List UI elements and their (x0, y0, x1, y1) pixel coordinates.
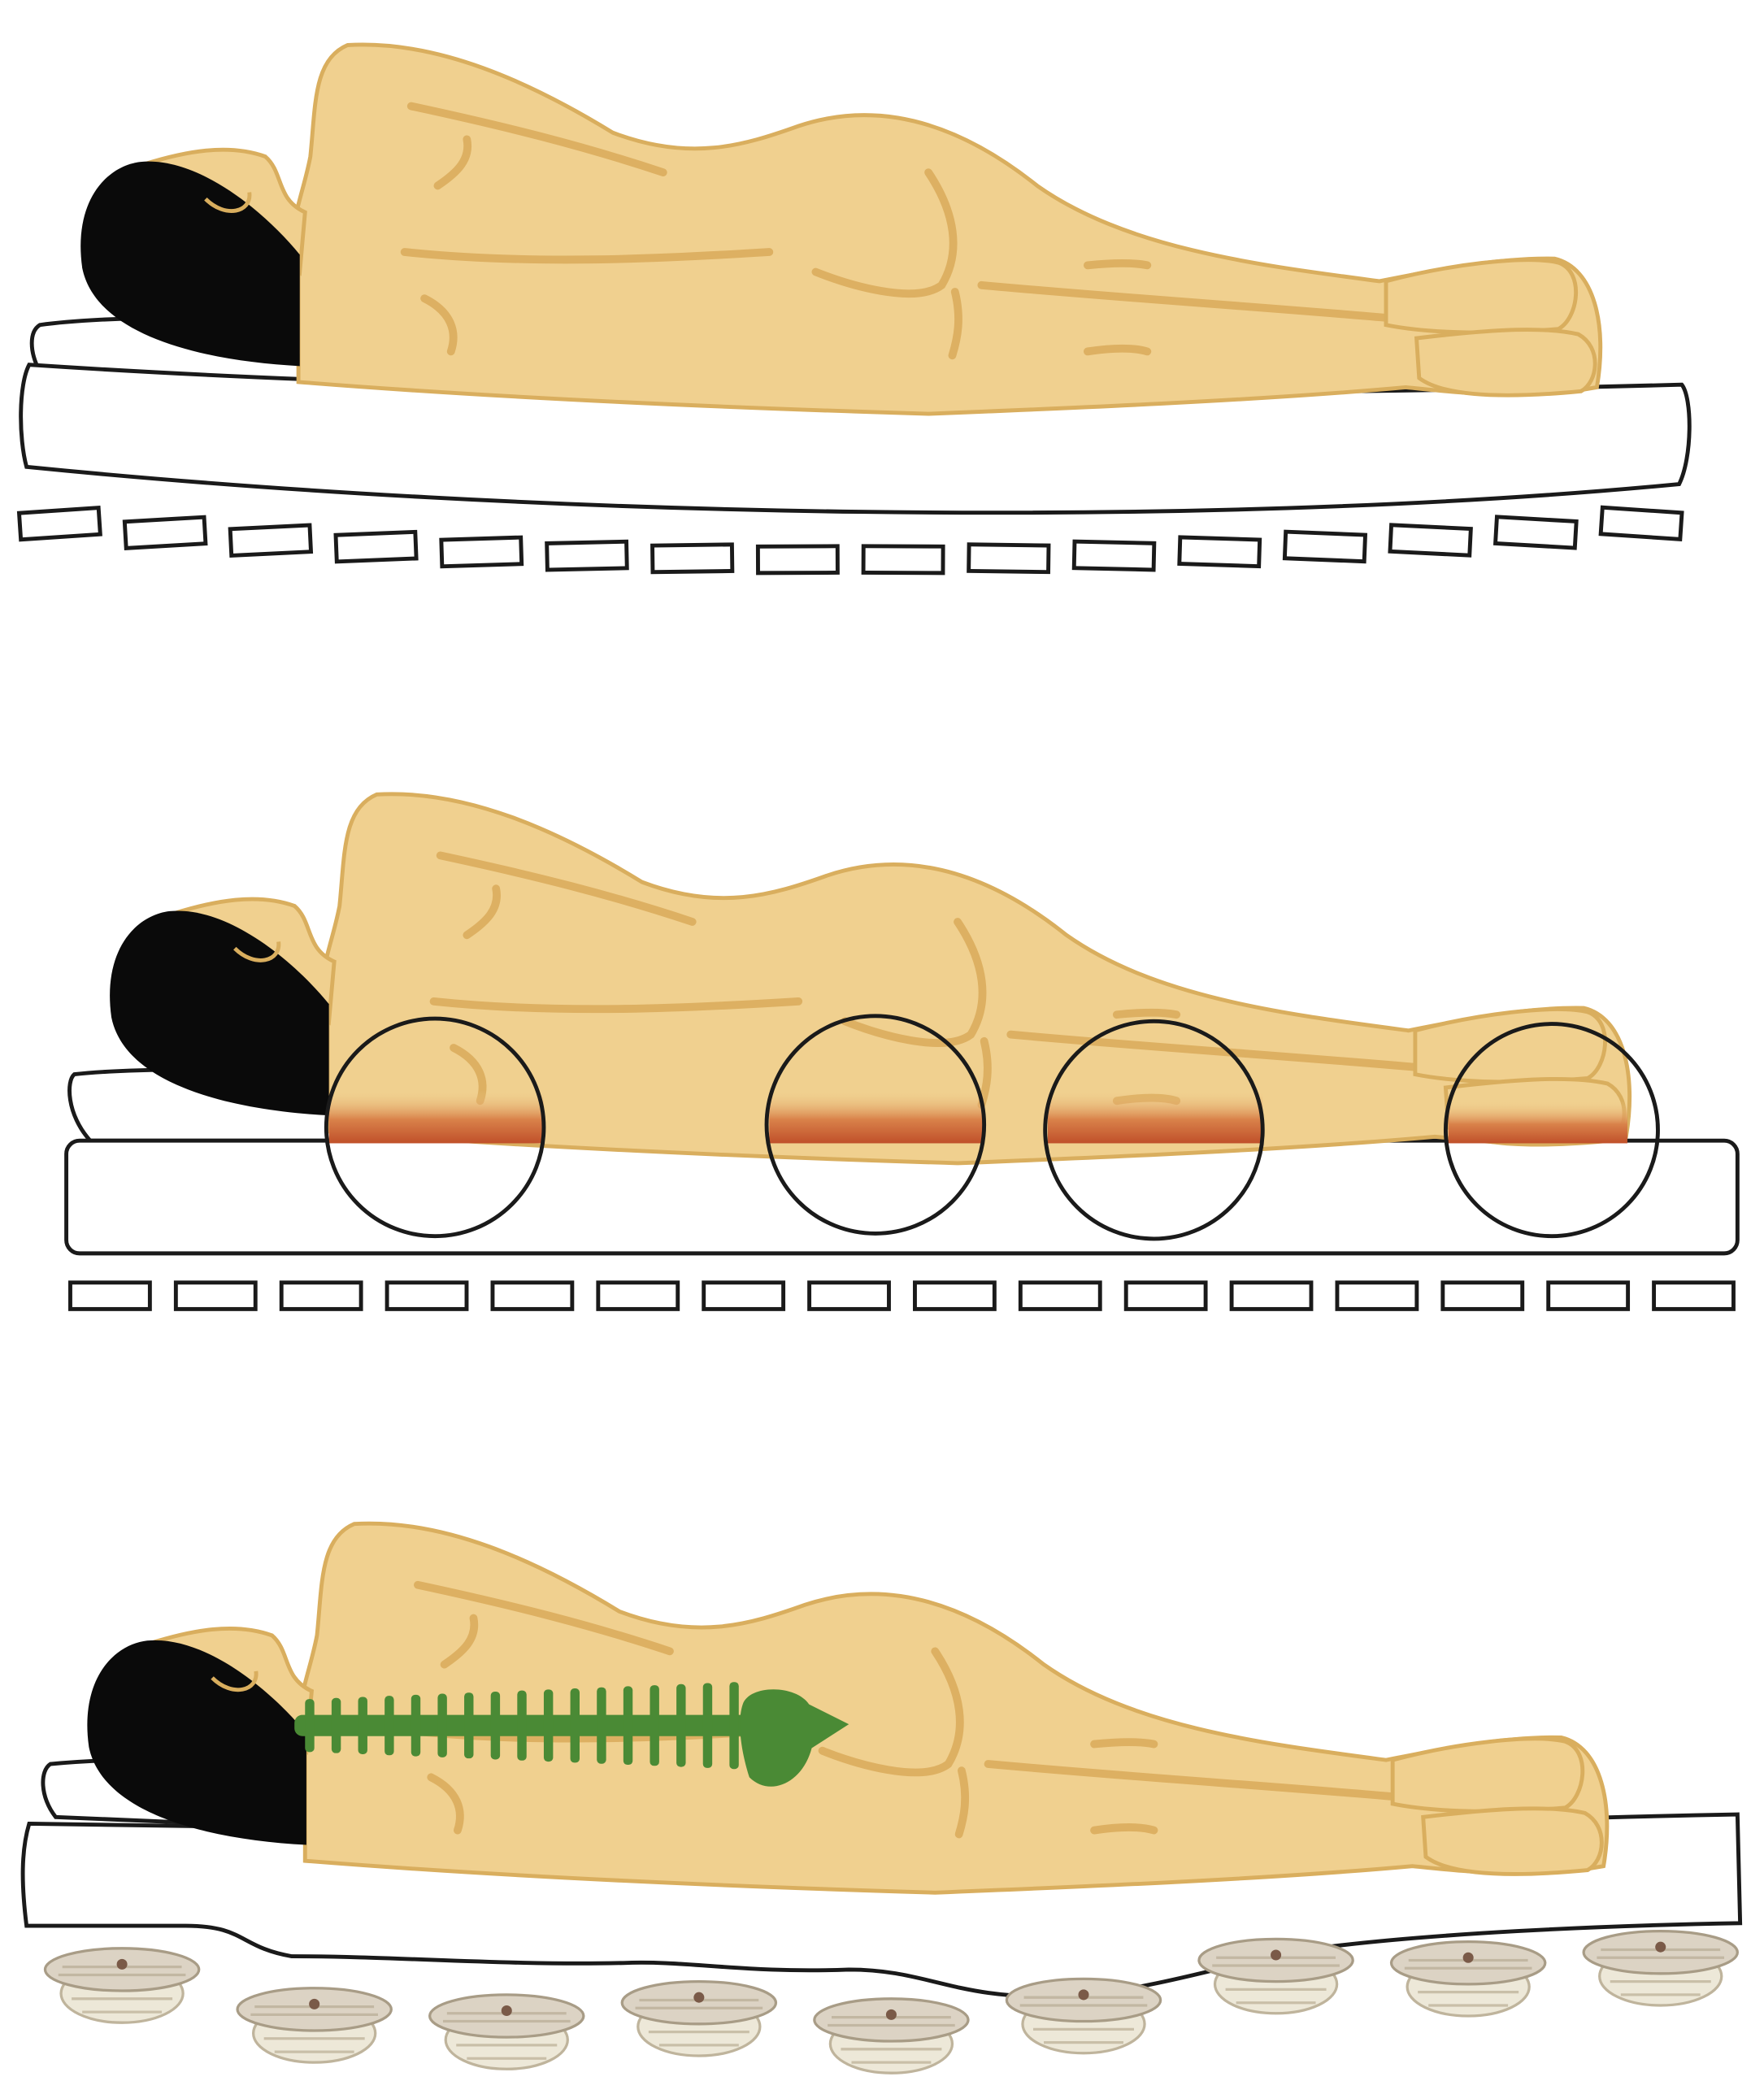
slat (1123, 1280, 1208, 1311)
slat (1652, 1280, 1736, 1311)
pressure-bands (328, 1090, 1627, 1144)
spring-unit (1582, 1929, 1739, 2007)
slat (1598, 505, 1684, 541)
slat (545, 539, 629, 572)
slat (755, 544, 840, 576)
pressure-circle-shoulder (324, 1016, 546, 1239)
vertebra (650, 1685, 659, 1766)
spring-unit (236, 1987, 393, 2064)
slat (173, 1280, 258, 1311)
slat (1388, 523, 1473, 558)
vertebra (464, 1692, 474, 1759)
vertebra (305, 1699, 315, 1753)
spring-unit (813, 1997, 970, 2074)
sleeping-person (80, 45, 1601, 414)
slat (596, 1280, 680, 1311)
spring-unit (1197, 1937, 1354, 2015)
slat (807, 1280, 891, 1311)
spring-unit (620, 1979, 778, 2057)
pressure-circle-feet (1443, 1022, 1660, 1239)
panel-sagging-mattress (16, 45, 1692, 576)
pressure-circle-knee (1043, 1019, 1265, 1241)
pressure-band-hip (769, 1090, 984, 1144)
slat (1335, 1280, 1419, 1311)
vertebra (411, 1694, 421, 1757)
vertebra (358, 1697, 367, 1754)
pressure-band-knee (1047, 1090, 1263, 1144)
panel-adaptive-support (20, 1523, 1743, 2074)
slat (1492, 515, 1579, 550)
spring-unit (428, 1993, 585, 2070)
slat (1177, 535, 1262, 569)
vertebra (437, 1693, 447, 1757)
slat (490, 1280, 575, 1311)
vertebra (385, 1696, 394, 1756)
slat (333, 529, 419, 564)
pressure-band-shoulder (328, 1090, 544, 1144)
slat (228, 523, 314, 558)
pressure-circles (324, 1014, 1660, 1241)
vertebra (331, 1697, 341, 1753)
sacrum (740, 1689, 849, 1787)
vertebra (623, 1686, 633, 1766)
vertebra (729, 1682, 739, 1770)
slats (16, 505, 1684, 576)
slat (1229, 1280, 1314, 1311)
panel-pressure-points (64, 794, 1740, 1311)
slat (279, 1280, 363, 1311)
slat (861, 544, 945, 576)
slat (1071, 539, 1157, 572)
slat (122, 515, 208, 550)
pressure-circle-hip (764, 1014, 987, 1236)
vertebra (570, 1688, 580, 1763)
vertebra (490, 1691, 501, 1760)
slats (68, 1280, 1736, 1311)
slat (16, 506, 102, 542)
spring-unit (43, 1947, 201, 2024)
vertebra (517, 1690, 527, 1761)
slat (913, 1280, 997, 1311)
slat (1282, 529, 1368, 564)
spring-unit (1005, 1977, 1162, 2055)
slat (1440, 1280, 1525, 1311)
slat (702, 1280, 786, 1311)
sleeping-person (87, 1523, 1607, 1892)
slat (68, 1280, 152, 1311)
spring-unit (1389, 1940, 1547, 2018)
vertebra (676, 1683, 686, 1767)
slat (1018, 1280, 1102, 1311)
vertebra (702, 1683, 713, 1768)
slat (439, 535, 524, 569)
slat (967, 542, 1051, 575)
vertebra (597, 1687, 606, 1764)
spine (294, 1682, 849, 1787)
vertebra (543, 1689, 554, 1762)
slat (1546, 1280, 1631, 1311)
slat (650, 542, 735, 575)
slat (385, 1280, 469, 1311)
pressure-band-feet (1448, 1101, 1627, 1144)
